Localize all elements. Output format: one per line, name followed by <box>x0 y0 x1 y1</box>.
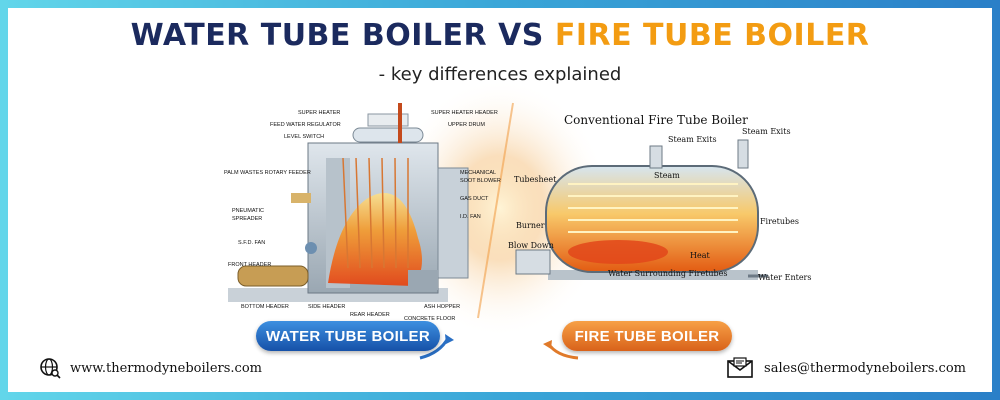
label-soot-blower: SOOT BLOWER <box>460 178 501 184</box>
globe-icon <box>40 358 61 379</box>
mail-icon <box>727 357 753 378</box>
label-pneumatic: PNEUMATIC <box>232 208 264 214</box>
page-title: WATER TUBE BOILER VS FIRE TUBE BOILER <box>8 18 992 53</box>
label-id-fan: I.D. FAN <box>460 214 481 220</box>
burner-box <box>515 249 551 275</box>
heat-flame <box>568 240 668 264</box>
label-blow-down: Blow Down <box>508 241 554 250</box>
label-palm-wastes-rotary-feeder: PALM WASTES ROTARY FEEDER <box>224 170 311 176</box>
fire-tube-button[interactable]: FIRE TUBE BOILER <box>562 321 732 351</box>
label-spreader: SPREADER <box>232 216 262 222</box>
water-tubes <box>342 157 409 269</box>
label-steam: Steam <box>654 171 680 180</box>
fire-tube-heading: Conventional Fire Tube Boiler <box>564 113 748 127</box>
label-tubesheet: Tubesheet <box>514 175 557 184</box>
footer-email[interactable]: sales@thermodyneboilers.com <box>726 356 966 380</box>
label-bottom-header: BOTTOM HEADER <box>241 304 289 310</box>
label-steam-exits-2: Steam Exits <box>742 127 791 136</box>
page-subtitle: - key differences explained <box>378 64 622 85</box>
label-front-header: FRONT HEADER <box>228 262 271 268</box>
top-pipe <box>398 103 402 143</box>
title-water-tube: WATER TUBE BOILER <box>130 18 488 53</box>
left-feeder-pipe <box>291 193 311 203</box>
label-gas-duct: GAS DUCT <box>460 196 489 202</box>
label-heat: Heat <box>690 251 710 260</box>
title-vs: VS <box>498 18 544 53</box>
website-link[interactable]: www.thermodyneboilers.com <box>70 360 262 376</box>
label-concrete-floor: CONCRETE FLOOR <box>404 316 455 322</box>
gas-duct <box>437 167 469 279</box>
steam-outlet-right <box>737 139 749 169</box>
label-side-header: SIDE HEADER <box>308 304 345 310</box>
footer-website[interactable]: www.thermodyneboilers.com <box>38 356 262 380</box>
illustration: SUPER HEATER FEED WATER REGULATOR LEVEL … <box>224 78 811 360</box>
title-fire-tube: FIRE TUBE BOILER <box>554 18 870 53</box>
firetubes-lines <box>568 183 738 233</box>
feeder <box>237 265 309 287</box>
banner-card: WATER TUBE BOILER VS FIRE TUBE BOILER - … <box>8 8 992 392</box>
arrow-fire-head <box>543 340 552 349</box>
upper-drum <box>352 127 424 143</box>
water-tube-button[interactable]: WATER TUBE BOILER <box>256 321 440 351</box>
label-rear-header: REAR HEADER <box>350 312 390 318</box>
fire-tube-diagram: Conventional Fire Tube Boiler Steam Exit… <box>508 113 811 282</box>
label-feed-water-regulator: FEED WATER REGULATOR <box>270 122 341 128</box>
water-tube-diagram: SUPER HEATER FEED WATER REGULATOR LEVEL … <box>224 103 501 322</box>
label-water-surrounding: Water Surrounding Firetubes <box>608 269 728 278</box>
divider-streak <box>477 102 514 319</box>
label-burner: Burner <box>516 221 545 230</box>
fire-tube-base <box>548 270 758 280</box>
label-steam-exits-1: Steam Exits <box>668 135 717 144</box>
label-ash-hopper: ASH HOPPER <box>424 304 460 310</box>
label-level-switch: LEVEL SWITCH <box>284 134 324 140</box>
label-mechanical: MECHANICAL <box>460 170 496 176</box>
fan-circle <box>305 242 317 254</box>
email-link[interactable]: sales@thermodyneboilers.com <box>764 360 966 376</box>
label-sfd-fan: S.F.D. FAN <box>238 240 265 246</box>
furnace-fire <box>328 193 422 286</box>
label-super-heater: SUPER HEATER <box>298 110 340 116</box>
label-super-heater-header: SUPER HEATER HEADER <box>431 110 498 116</box>
label-water-enters: Water Enters <box>758 273 811 282</box>
arrow-water-head <box>445 334 454 344</box>
label-upper-drum: UPPER DRUM <box>448 122 485 128</box>
label-firetubes: Firetubes <box>760 217 799 226</box>
steam-outlet-left <box>649 145 663 169</box>
ash-hopper <box>408 270 438 290</box>
